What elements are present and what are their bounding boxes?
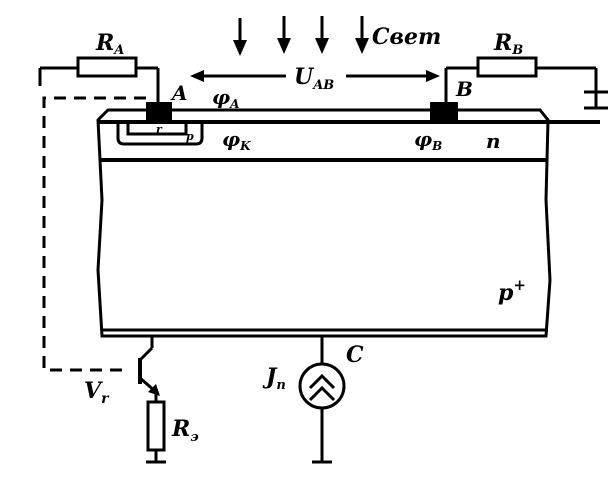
contact-b — [430, 102, 458, 120]
light-arrows — [233, 16, 369, 56]
uab-label: UAB — [294, 64, 334, 93]
node-c-label: C — [346, 342, 364, 368]
node-b-label: B — [455, 77, 473, 101]
uab-double-arrow — [190, 70, 440, 82]
re-label: Rэ — [171, 416, 199, 445]
resistor-ra — [38, 56, 160, 102]
contact-a — [146, 102, 172, 120]
resistor-rb — [444, 56, 608, 110]
p-pocket-region: r p — [116, 123, 204, 146]
region-n-label: n — [486, 129, 501, 153]
phi-k-label: φK — [222, 127, 251, 153]
resistor-re — [146, 400, 166, 464]
ra-label: RA — [95, 30, 124, 58]
pocket-r-label: r — [156, 123, 163, 136]
vr-label: Vr — [84, 378, 110, 407]
light-label: Свет — [372, 24, 441, 50]
pocket-p-label: p — [186, 130, 194, 143]
current-source-jn — [298, 336, 346, 464]
node-a-label: A — [170, 81, 188, 105]
rb-label: RB — [493, 30, 523, 58]
region-p-plus-label: p+ — [498, 276, 526, 306]
jn-label: Jn — [262, 364, 286, 393]
phi-b-label: φB — [414, 127, 442, 153]
phi-a-label: φA — [212, 85, 239, 111]
semiconductor-body — [96, 108, 600, 338]
transistor-vr — [42, 96, 160, 402]
